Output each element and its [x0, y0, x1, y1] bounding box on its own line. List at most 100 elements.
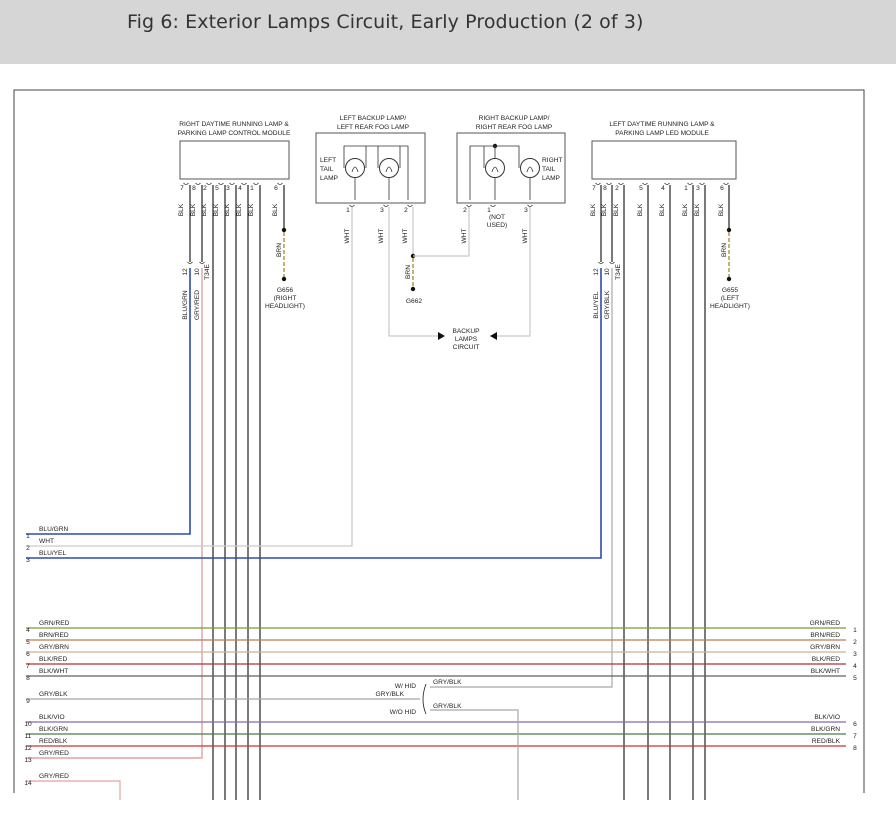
right-backup-lamp-subtitle: RIGHT REAR FOG LAMP	[476, 124, 553, 131]
right-bus-number: 2	[853, 639, 857, 646]
g656-splice-dot	[281, 227, 287, 233]
filament-icon	[491, 166, 499, 173]
right-drl-pin-terminal	[218, 182, 224, 185]
right-drl-pin-number: 7	[180, 185, 184, 192]
left-backup-wire-label: WHT	[378, 228, 385, 243]
left-backup-pin-terminal	[383, 204, 389, 207]
right-backup-lamp-title: RIGHT BACKUP LAMP/	[479, 115, 550, 122]
filament-icon	[385, 166, 393, 173]
bus-wire-row-14	[26, 780, 121, 800]
left-drl-wire-label: BLK	[694, 203, 701, 216]
right-bus-number: 5	[853, 675, 857, 682]
right-drl-pin-terminal	[195, 182, 201, 185]
left-backup-wire-label: WHT	[402, 228, 409, 243]
right-bus-label: RED/BLK	[812, 738, 841, 745]
left-drl-wire-label: BLK	[659, 203, 666, 216]
right-tail-lamp-label-1: RIGHT	[542, 157, 563, 164]
g655-ground-dot	[726, 276, 732, 282]
diagram-frame	[13, 89, 865, 801]
left-drl-pin-terminal	[699, 182, 705, 185]
g656-wire-label: BRN	[276, 243, 283, 257]
right-drl-pin-number: 6	[274, 185, 278, 192]
left-drl-pin-terminal	[723, 182, 729, 185]
gry-blk-hid-upper-wire	[430, 268, 613, 688]
right-bus-label: BRN/RED	[810, 632, 840, 639]
backup-circuit-label-1: BACKUP	[452, 328, 480, 335]
page-title: Fig 6: Exterior Lamps Circuit, Early Pro…	[127, 11, 644, 33]
g656-name: G656	[277, 287, 293, 294]
left-drl-pin-terminal	[618, 182, 624, 185]
right-bus-number: 7	[853, 733, 857, 740]
left-bus-label: WHT	[39, 538, 54, 545]
left-bus-number: 10	[24, 721, 32, 728]
left-drl-wire-label: BLK	[601, 203, 608, 216]
right-connector-12-label: 12	[182, 268, 189, 276]
left-t34e-connector-label: T34E	[615, 264, 622, 280]
g655-splice-dot	[726, 227, 732, 233]
right-drl-wire-label: BLK	[190, 203, 197, 216]
left-bus-number: 2	[26, 545, 30, 552]
right-drl-pin-number: 8	[192, 185, 196, 192]
right-backup-lamp-box	[456, 132, 566, 204]
left-bus-label: BLK/VIO	[39, 714, 65, 721]
right-bus-number: 4	[853, 663, 857, 670]
right-backup-wire-label: WHT	[522, 228, 529, 243]
right-bus-label: GRN/RED	[810, 620, 841, 627]
g662-name: G662	[406, 298, 422, 305]
backup-circuit-label-2: LAMPS	[455, 336, 478, 343]
blu-yel-wire	[26, 268, 602, 559]
labels-layer: RIGHT DAYTIME RUNNING LAMP &PARKING LAMP…	[24, 115, 857, 787]
left-bus-label: RED/BLK	[39, 738, 68, 745]
right-bus-label: BLK/RED	[812, 656, 840, 663]
right-tail-lamp-label-2: TAIL	[542, 166, 556, 173]
right-drl-wire-label: BLK	[248, 203, 255, 216]
right-backup-pin-number: 3	[524, 207, 528, 214]
right-backup-pin-terminal	[527, 204, 533, 207]
left-bus-number: 6	[26, 651, 30, 658]
right-bus-label: BLK/GRN	[811, 726, 840, 733]
left-bus-number: 12	[24, 745, 32, 752]
bulb-icon	[520, 158, 540, 178]
left-bus-label: BLK/RED	[39, 656, 67, 663]
filament-icon	[351, 166, 359, 173]
left-blu-yel-label: BLU/YEL	[593, 291, 600, 318]
not-used-label-2: USED)	[487, 222, 508, 229]
left-connector-10	[609, 261, 615, 264]
left-tail-lamp-label-2: TAIL	[320, 166, 334, 173]
g655-desc-1: (LEFT	[721, 295, 739, 302]
left-bus-label: BLU/GRN	[39, 526, 69, 533]
left-bus-number: 9	[26, 698, 30, 705]
right-drl-module-subtitle: PARKING LAMP CONTROL MODULE	[178, 130, 291, 137]
left-backup-pin-terminal	[407, 204, 413, 207]
right-connector-12	[187, 261, 193, 264]
left-drl-pin-number: 3	[696, 185, 700, 192]
left-drl-pin-number: 7	[592, 185, 596, 192]
hid-without-label: W/O HID	[390, 709, 417, 716]
right-drl-wire-label: BLK	[272, 203, 279, 216]
right-connector-10-label: 10	[194, 268, 201, 276]
left-drl-pin-terminal	[642, 182, 648, 185]
right-backup-pin-terminal	[490, 204, 496, 207]
left-drl-pin-terminal	[606, 182, 612, 185]
wht-wire-left-backup	[388, 207, 438, 337]
left-bus-label: BLK/WHT	[39, 668, 68, 675]
blu-grn-wire	[26, 268, 191, 535]
left-bus-number: 4	[26, 627, 30, 634]
left-backup-lamp-title: LEFT BACKUP LAMP/	[340, 115, 407, 122]
left-drl-pin-number: 2	[615, 185, 619, 192]
left-bus-label: GRY/RED	[39, 773, 69, 780]
right-backup-internal-wire	[469, 145, 520, 200]
right-bus-number: 6	[853, 721, 857, 728]
g655-desc-2: HEADLIGHT)	[710, 303, 750, 310]
g655-name: G655	[722, 287, 738, 294]
right-bus-number: 1	[853, 627, 857, 634]
left-drl-pin-terminal	[687, 182, 693, 185]
right-drl-pin-number: 2	[203, 185, 207, 192]
right-drl-pin-terminal	[229, 182, 235, 185]
g655-wire-label: BRN	[721, 243, 728, 257]
left-drl-pin-number: 5	[639, 185, 643, 192]
left-drl-pin-terminal	[595, 182, 601, 185]
left-bus-number: 7	[26, 663, 30, 670]
right-connector-10	[199, 261, 205, 264]
left-bus-number: 14	[24, 780, 32, 787]
